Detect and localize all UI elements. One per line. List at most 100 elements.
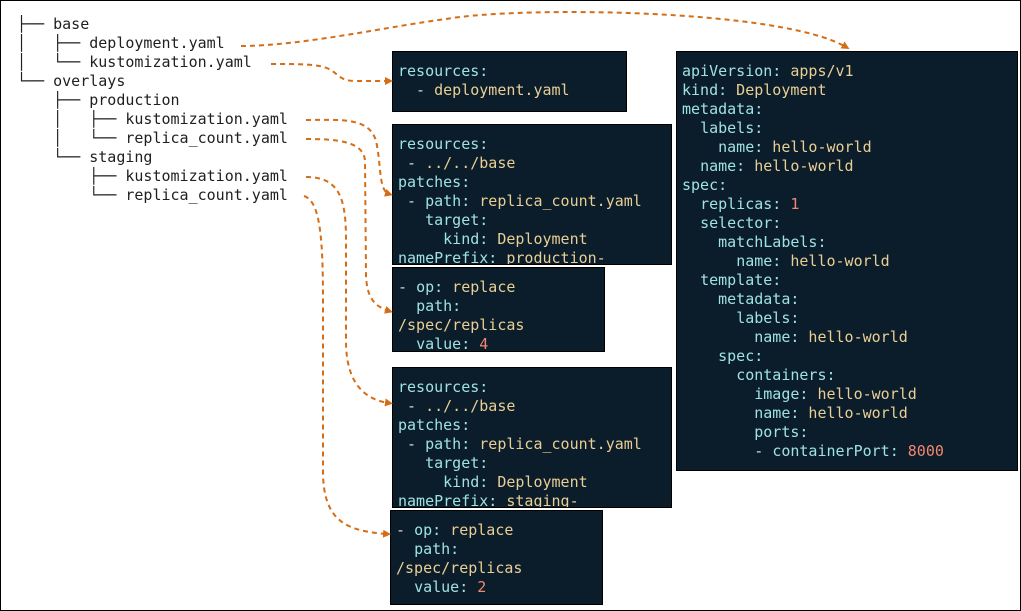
code-line: name: hello-world <box>682 252 1013 271</box>
code-line: metadata: <box>682 290 1013 309</box>
yaml-value: ../../base <box>425 397 516 415</box>
code-line: image: hello-world <box>682 385 1013 404</box>
code-line: - path: replica_count.yaml <box>398 435 667 454</box>
yaml-key: namePrefix: <box>398 249 498 265</box>
code-line: kind: Deployment <box>398 230 667 249</box>
code-line: /spec/replicas <box>396 559 598 578</box>
yaml-punct <box>682 366 736 384</box>
arrow-staging-kustomization-to-box <box>305 176 393 407</box>
code-line: - containerPort: 8000 <box>682 442 1013 461</box>
yaml-punct <box>398 454 425 472</box>
yaml-punct <box>682 252 736 270</box>
yaml-key: ports: <box>754 423 809 441</box>
yaml-key: op: <box>414 521 442 539</box>
yaml-value: hello-world <box>763 138 872 156</box>
code-line: resources: <box>398 135 667 154</box>
yaml-punct <box>682 423 754 441</box>
code-line: name: hello-world <box>682 328 1013 347</box>
yaml-value: Deployment <box>488 473 588 491</box>
tree-deployment-yaml: │ ├── deployment.yaml <box>17 34 225 52</box>
yaml-key: target: <box>425 211 489 229</box>
yaml-value: apps/v1 <box>781 62 854 80</box>
yaml-key: target: <box>425 454 489 472</box>
arrow-production-replica-to-box <box>305 138 393 314</box>
yaml-key: kind: <box>443 473 489 491</box>
code-line: containers: <box>682 366 1013 385</box>
tree-overlays: └── overlays <box>17 72 126 90</box>
yaml-key: selector: <box>700 214 782 232</box>
yaml-punct <box>396 578 414 596</box>
yaml-key: metadata: <box>682 100 764 118</box>
code-line: kind: Deployment <box>398 473 667 492</box>
yaml-punct <box>682 195 700 213</box>
tree-base: ├── base <box>17 15 90 33</box>
code-line: name: hello-world <box>682 404 1013 423</box>
yaml-punct: - <box>398 397 426 415</box>
yaml-number: 2 <box>477 578 487 596</box>
yaml-key: value: <box>414 578 469 596</box>
yaml-value: hello-world <box>808 385 917 403</box>
code-line: namePrefix: production- <box>398 249 667 265</box>
code-line: name: hello-world <box>682 138 1013 157</box>
code-line: - op: replace <box>398 278 600 297</box>
yaml-punct <box>398 335 416 351</box>
yaml-value: /spec/replicas <box>396 559 523 577</box>
yaml-punct: - <box>398 192 426 210</box>
code-line: ports: <box>682 423 1013 442</box>
code-line: target: <box>398 211 667 230</box>
yaml-punct <box>398 297 416 315</box>
code-line: /spec/replicas <box>398 316 600 335</box>
staging-replica-count-box: - op: replace path:/spec/replicas value:… <box>390 510 603 605</box>
yaml-value: deployment.yaml <box>434 81 570 99</box>
yaml-key: resources: <box>398 62 489 80</box>
tree-staging-replica-count-yaml: └── replica_count.yaml <box>17 186 288 204</box>
yaml-value: ../../base <box>425 154 516 172</box>
code-line: value: 4 <box>398 335 600 352</box>
yaml-key: name: <box>754 404 800 422</box>
yaml-key: spec: <box>718 347 764 365</box>
yaml-value: /spec/replicas <box>398 316 525 334</box>
tree-production-replica-count-yaml: │ └── replica_count.yaml <box>17 129 288 147</box>
yaml-key: matchLabels: <box>718 233 827 251</box>
yaml-key: patches: <box>398 173 471 191</box>
yaml-key: patches: <box>398 416 471 434</box>
yaml-punct <box>470 335 479 351</box>
code-line: path: <box>396 540 598 559</box>
tree-production-kustomization-yaml: │ ├── kustomization.yaml <box>17 110 288 128</box>
yaml-key: containers: <box>736 366 836 384</box>
code-line: matchLabels: <box>682 233 1013 252</box>
yaml-number: 4 <box>479 335 489 352</box>
yaml-value: hello-world <box>799 328 908 346</box>
code-line: replicas: 1 <box>682 195 1013 214</box>
code-line: patches: <box>398 173 667 192</box>
code-line: resources: <box>398 378 667 397</box>
code-line: namePrefix: staging- <box>398 492 667 508</box>
yaml-key: path: <box>425 192 471 210</box>
yaml-value: Deployment <box>727 81 827 99</box>
yaml-value: hello-world <box>745 157 854 175</box>
code-line: template: <box>682 271 1013 290</box>
yaml-punct <box>682 309 736 327</box>
yaml-key: value: <box>416 335 471 352</box>
yaml-punct <box>682 271 700 289</box>
code-line: name: hello-world <box>682 157 1013 176</box>
tree-base-kustomization-yaml: │ └── kustomization.yaml <box>17 53 252 71</box>
yaml-number: 8000 <box>907 442 944 460</box>
code-line: spec: <box>682 347 1013 366</box>
yaml-punct: - <box>754 442 773 460</box>
yaml-key: namePrefix: <box>398 492 498 508</box>
code-line: patches: <box>398 416 667 435</box>
yaml-punct: - <box>396 521 415 539</box>
yaml-key: path: <box>416 297 462 315</box>
tree-production: ├── production <box>17 91 180 109</box>
yaml-number: 1 <box>790 195 800 213</box>
yaml-key: apiVersion: <box>682 62 782 80</box>
tree-staging: └── staging <box>17 148 153 166</box>
yaml-punct: - <box>398 435 426 453</box>
base-kustomization-box: resources: - deployment.yaml <box>392 51 627 112</box>
yaml-key: template: <box>700 271 782 289</box>
yaml-key: kind: <box>443 230 489 248</box>
yaml-punct <box>682 214 700 232</box>
